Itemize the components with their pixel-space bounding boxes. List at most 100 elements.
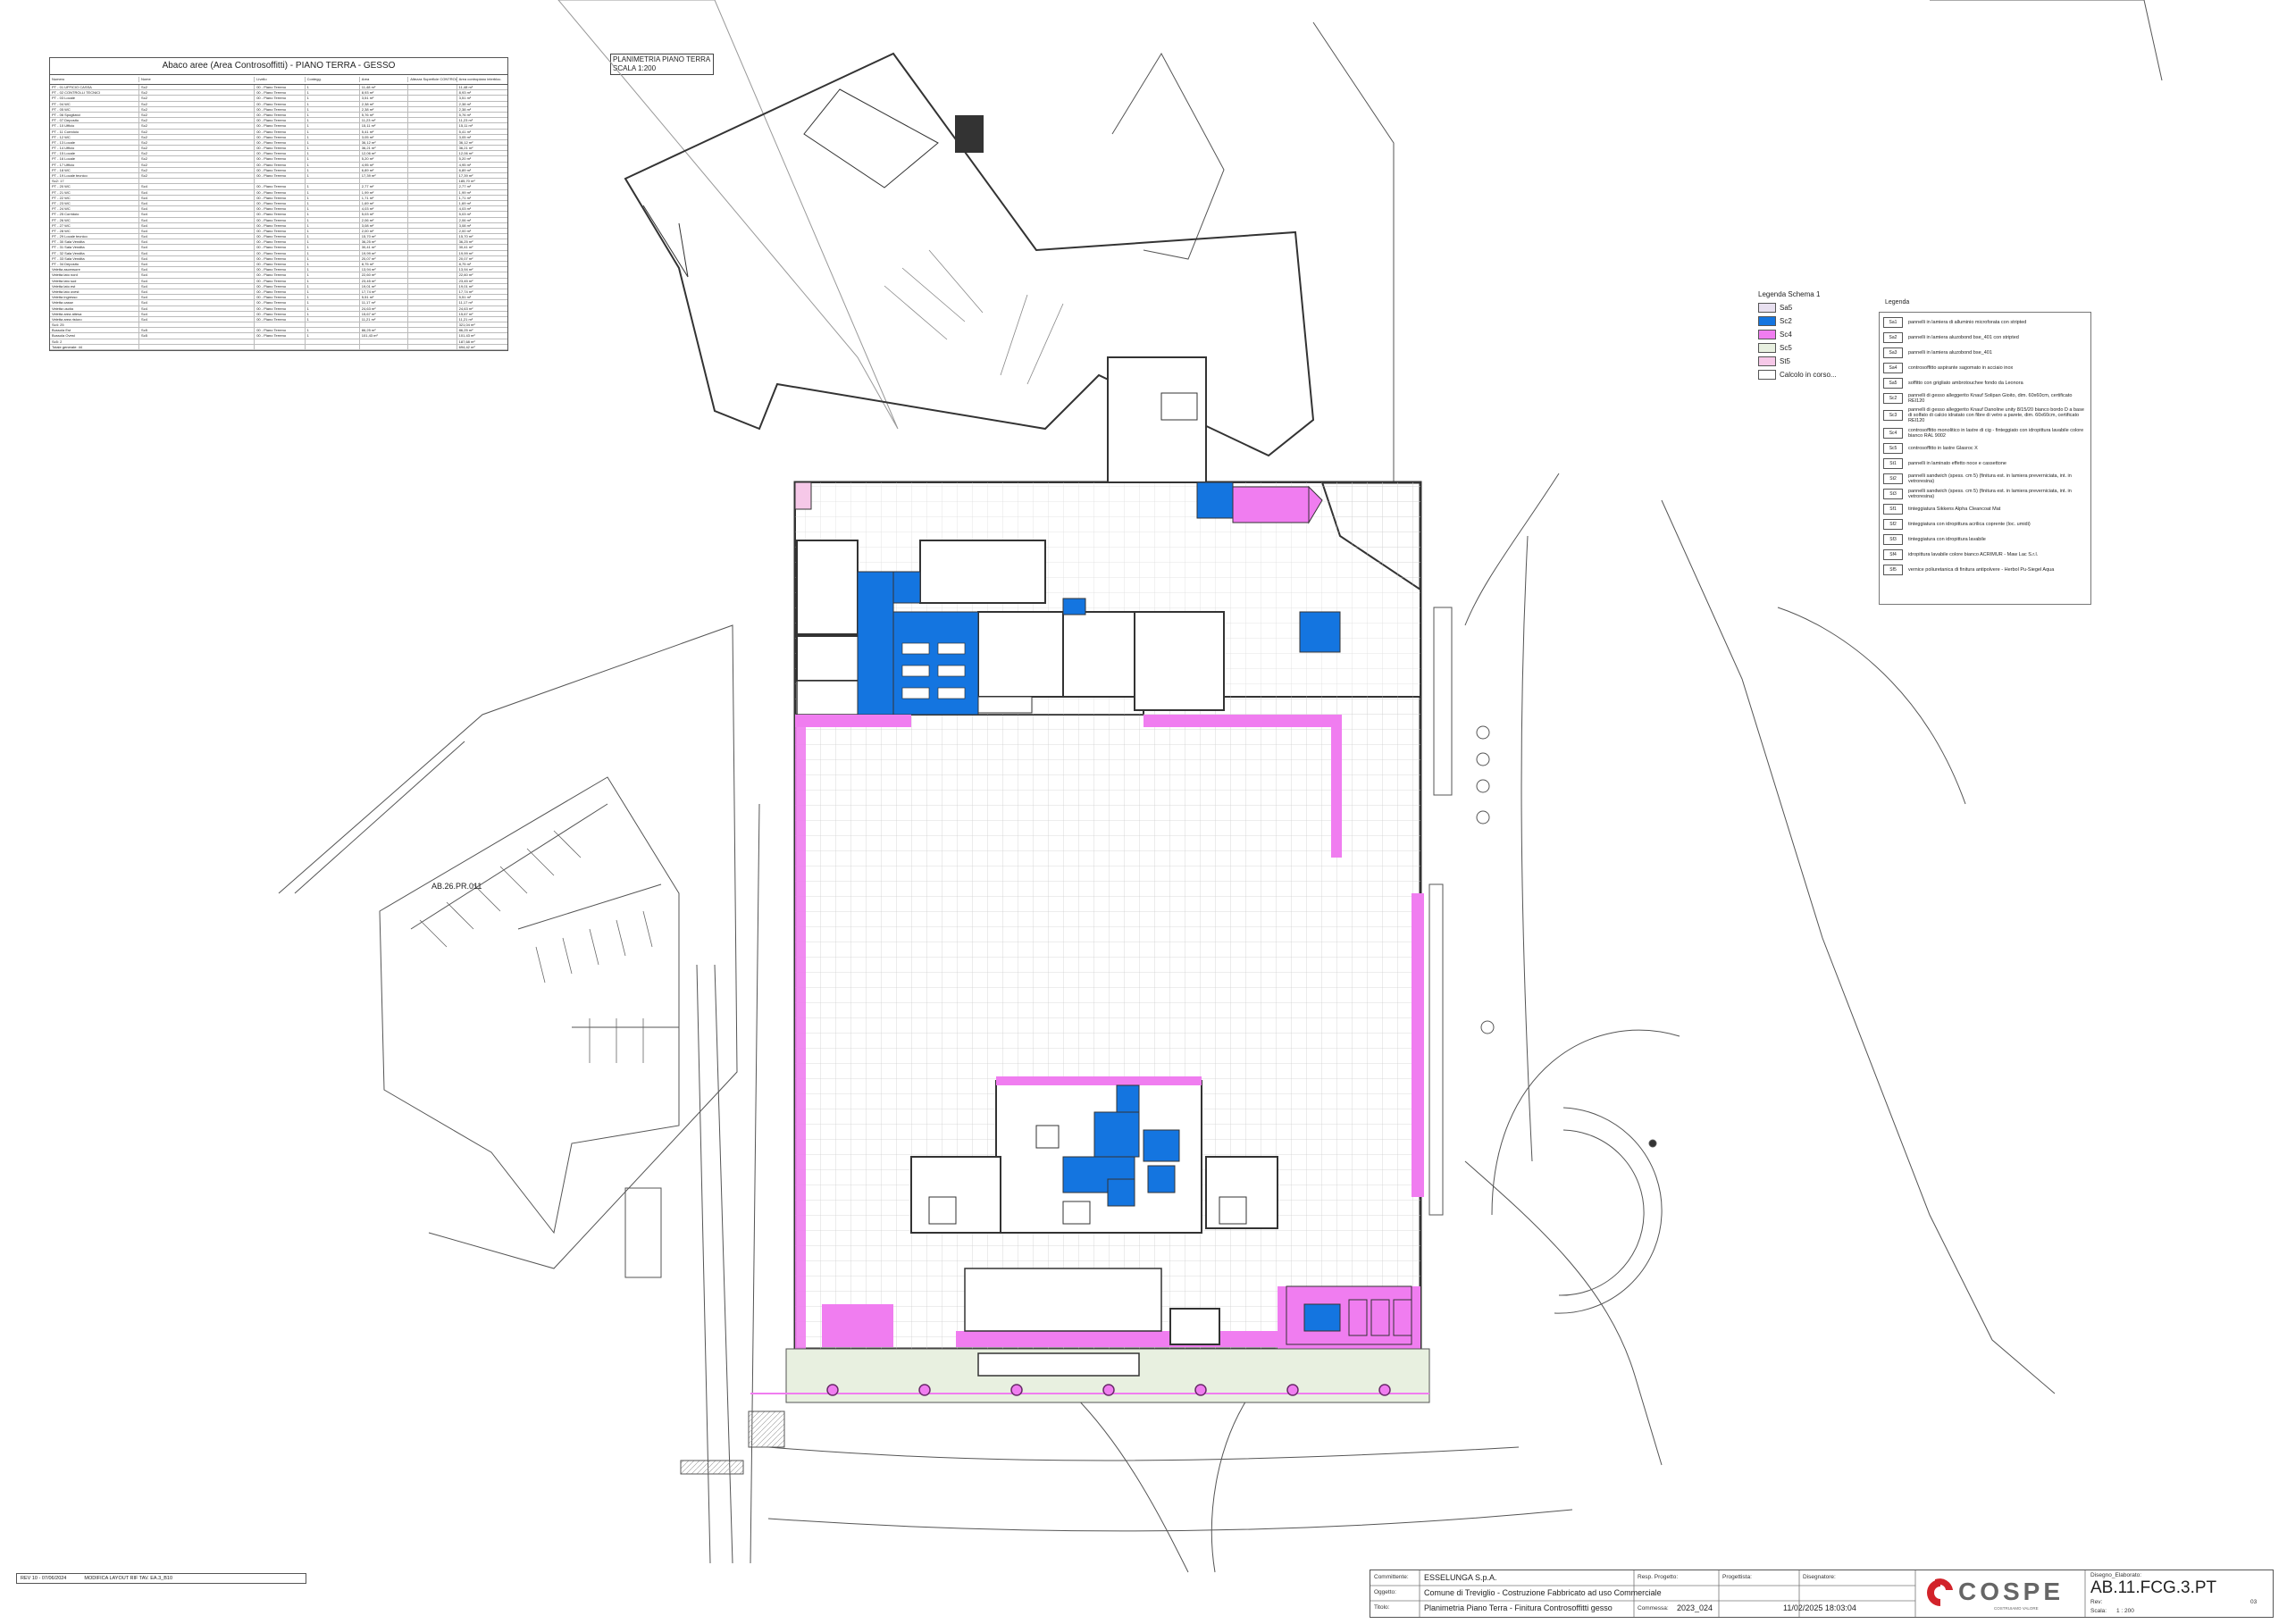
commessa-label: Commessa: (1638, 1605, 1669, 1611)
abaco-cell (408, 295, 457, 300)
abaco-cell: 8,75 m² (458, 262, 472, 266)
abaco-cell (408, 328, 457, 333)
abaco-cell: 1 (306, 234, 360, 239)
abaco-cell: Sc2 (139, 151, 256, 156)
abaco-cell: 12,06 m² (360, 151, 409, 156)
abaco-cell (360, 179, 409, 184)
abaco-cell: PT - 20 WC (50, 184, 140, 189)
abaco-cell: 2,77 m² (360, 184, 409, 189)
abaco-cell (408, 123, 457, 129)
title-block: Committente: ESSELUNGA S.p.A. Oggetto: C… (1370, 1570, 2274, 1618)
abaco-cell: 5,03 m² (360, 212, 409, 217)
titolo: Planimetria Piano Terra - Finitura Contr… (1424, 1603, 1613, 1612)
abaco-cell: 11,21 m² (458, 316, 473, 322)
abaco-cell: Sc4 (139, 239, 256, 245)
abaco-cell: 187,68 m² (458, 339, 475, 344)
abaco-cell (408, 255, 457, 261)
abaco-cell: Sc4 (139, 267, 256, 272)
abaco-cell: 1 (306, 300, 360, 306)
abaco-cell: Sc4 (139, 189, 256, 195)
legend-item-code: St2 (1883, 473, 1903, 484)
abaco-cell: 00 - Piano Terreno (255, 139, 306, 146)
title-block-grid (1370, 1570, 2086, 1617)
legend-item-desc: controsoffitto in lastre Glasroc X (1908, 445, 1978, 451)
abaco-cell: 23,45 m² (458, 278, 473, 283)
abaco-cell: 5,41 m² (458, 129, 472, 134)
abaco-cell: 00 - Piano Terreno (255, 151, 306, 156)
abaco-cell (139, 344, 256, 349)
abaco-cell (306, 179, 360, 184)
abaco-cell: 1 (306, 123, 360, 129)
abaco-cell: 101,43 m² (360, 333, 409, 339)
abaco-cell: 36,25 m² (458, 239, 473, 245)
legend-item-code: Sc5 (1883, 442, 1903, 454)
legend-item-desc: tinteggiatura con idropittura acrilica c… (1908, 521, 2031, 527)
abaco-cell: 24,63 m² (458, 306, 473, 311)
abaco-cell: Sc5 (139, 333, 256, 339)
abaco-cell (408, 173, 457, 179)
abaco-cell: Veletta uscita (50, 306, 140, 311)
abaco-cell (408, 289, 457, 295)
abaco-cell: 11,21 m² (360, 316, 409, 322)
disegno-label: Disegno_Elaborato: (2090, 1572, 2142, 1578)
abaco-table: Abaco aree (Area Controsoffitti) - PIANO… (49, 57, 508, 351)
main-building (793, 356, 1424, 1351)
abaco-cell (408, 217, 457, 222)
abaco-cell: 1 (306, 156, 360, 162)
abaco-cell: Sc4 (139, 245, 256, 250)
abaco-cell: PT - 06 Spogliatoi (50, 112, 140, 118)
abaco-cell: 1 (306, 184, 360, 189)
abaco-cell (408, 245, 457, 250)
abaco-cell: 1 (306, 250, 360, 255)
abaco-cell: 694,42 m² (458, 344, 475, 349)
abaco-cell: 00 - Piano Terreno (255, 222, 306, 228)
abaco-cell: 1 (306, 295, 360, 300)
abaco-cell: 11,48 m² (458, 85, 473, 89)
abaco-cell (408, 228, 457, 234)
abaco-cell (139, 179, 256, 184)
abaco-cell: 1 (306, 278, 360, 283)
abaco-cell: 00 - Piano Terreno (255, 189, 306, 195)
abaco-header-cell: Altezza Superficie CONTROLL. (410, 77, 457, 82)
abaco-cell (408, 278, 457, 283)
abaco-cell: Sc5 (139, 328, 256, 333)
legend-schema-title: Legenda Schema 1 (1758, 290, 1821, 298)
abaco-cell: 00 - Piano Terreno (255, 311, 306, 316)
print-date: 11/02/2025 18:03:04 (1783, 1603, 1856, 1612)
abaco-cell: 1 (306, 173, 360, 179)
abaco-cell (360, 322, 409, 328)
abaco-cell: 2,06 m² (458, 217, 472, 222)
legend-item-code: St1 (1883, 457, 1903, 469)
abaco-cell: 8,93 m² (458, 90, 472, 96)
abaco-cell: 00 - Piano Terreno (255, 200, 306, 206)
abaco-cell: 1 (306, 333, 360, 339)
legend-code: Sc5 (1780, 343, 1792, 352)
abaco-cell: 1 (306, 228, 360, 234)
abaco-cell (408, 267, 457, 272)
abaco-cell: 00 - Piano Terreno (255, 96, 306, 101)
abaco-cell: 15,67 m² (360, 311, 409, 316)
plan-title-box: PLANIMETRIA PIANO TERRA SCALA 1:200 (610, 54, 714, 75)
legend-item-desc: idropittura lavabile colore bianco ACRIM… (1908, 551, 2039, 557)
abaco-cell: 00 - Piano Terreno (255, 262, 306, 267)
abaco-cell: 1 (306, 134, 360, 139)
abaco-cell: Veletta lato est (50, 283, 140, 289)
plan-title: PLANIMETRIA PIANO TERRA (613, 55, 711, 63)
abaco-cell: PT - 23 WC (50, 200, 140, 206)
abaco-header-cell: Nome (139, 77, 256, 82)
abaco-cell: Sc2 (139, 134, 256, 139)
